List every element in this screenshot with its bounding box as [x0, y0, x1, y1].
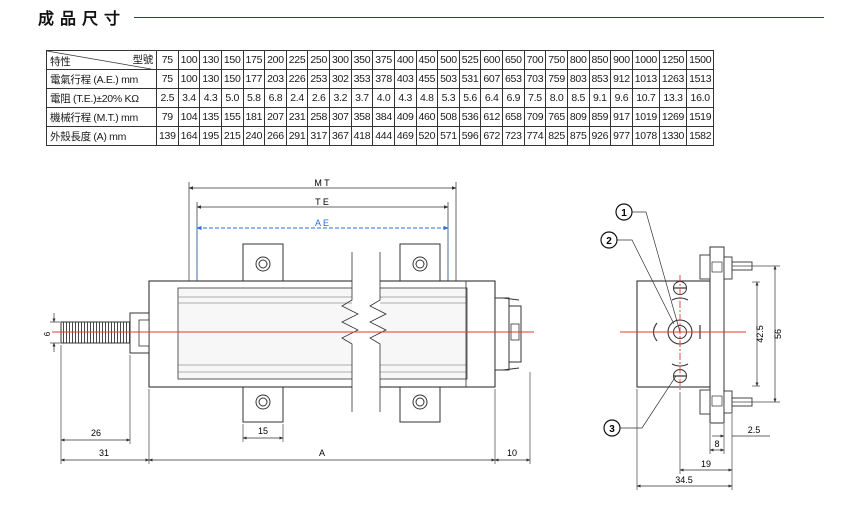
- dim-31-label: 31: [99, 448, 109, 458]
- table-cell: 1519: [686, 107, 715, 127]
- table-cell: 803: [566, 69, 590, 89]
- dim-56-label: 56: [773, 329, 783, 339]
- dim-15-label: 15: [258, 426, 268, 436]
- table-cell: 302: [329, 69, 352, 89]
- model-header-cell: 1250: [658, 50, 688, 70]
- section-title: 成品尺寸: [38, 9, 127, 28]
- mt-label: M T: [314, 178, 330, 188]
- model-header-cell: 525: [458, 50, 482, 70]
- table-cell: 759: [545, 69, 568, 89]
- table-cell: 6.4: [480, 88, 503, 108]
- table-cell: 231: [285, 107, 309, 127]
- table-cell: 912: [610, 69, 633, 89]
- corner-label-model: 型號: [132, 54, 154, 66]
- table-cell: 5.0: [220, 88, 244, 108]
- table-cell: 612: [480, 107, 503, 127]
- row-label: 電阻 (T.E.)±20% KΩ: [46, 88, 157, 108]
- table-cell: 6.9: [502, 88, 525, 108]
- dim-26-label: 26: [91, 428, 101, 438]
- dim-8-label: 8: [714, 439, 719, 449]
- table-cell: 1078: [631, 126, 660, 146]
- table-cell: 100: [177, 69, 201, 89]
- dim-42-5-label: 42.5: [755, 325, 765, 343]
- callout-1-label: 1: [621, 208, 627, 219]
- model-header-cell: 175: [242, 50, 266, 70]
- table-cell: 1263: [658, 69, 688, 89]
- table-corner-cell: 特性 型號: [46, 50, 157, 70]
- table-cell: 3.4: [177, 88, 201, 108]
- ae-label: A E: [315, 218, 329, 228]
- table-cell: 291: [285, 126, 309, 146]
- table-cell: 917: [610, 107, 633, 127]
- table-cell: 215: [220, 126, 244, 146]
- table-cell: 723: [502, 126, 525, 146]
- table-cell: 875: [566, 126, 590, 146]
- dim-2-5-label: 2.5: [748, 425, 761, 435]
- te-label: T E: [315, 197, 329, 207]
- table-cell: 1582: [686, 126, 715, 146]
- row-label: 電氣行程 (A.E.) mm: [46, 69, 157, 89]
- table-cell: 1330: [658, 126, 688, 146]
- table-cell: 709: [523, 107, 547, 127]
- table-cell: 240: [242, 126, 266, 146]
- header-rule: [134, 17, 824, 18]
- table-cell: 13.3: [658, 88, 688, 108]
- callout-2-label: 2: [606, 236, 612, 247]
- table-cell: 367: [329, 126, 352, 146]
- table-cell: 16.0: [686, 88, 715, 108]
- side-view: M T T E A E: [43, 178, 534, 464]
- dim-a-label: A: [319, 448, 325, 458]
- table-cell: 203: [264, 69, 287, 89]
- section-header: 成品尺寸: [38, 3, 828, 29]
- corner-label-property: 特性: [50, 56, 71, 68]
- model-header-cell: 1000: [631, 50, 660, 70]
- table-cell: 571: [437, 126, 460, 146]
- dim-6-label: 6: [43, 331, 52, 336]
- model-header-cell: 750: [545, 50, 568, 70]
- callout-3-label: 3: [609, 424, 615, 435]
- dim-10-label: 10: [507, 448, 517, 458]
- model-header-cell: 1500: [686, 50, 715, 70]
- table-cell: 139: [156, 126, 179, 146]
- model-header-cell: 600: [480, 50, 503, 70]
- table-cell: 926: [588, 126, 612, 146]
- dim-19-label: 19: [701, 459, 711, 469]
- table-cell: 653: [502, 69, 525, 89]
- row-label: 外殼長度 (A) mm: [46, 126, 157, 146]
- table-cell: 4.8: [415, 88, 439, 108]
- end-view-flange: [709, 246, 725, 424]
- table-cell: 1019: [631, 107, 660, 127]
- table-cell: 531: [458, 69, 482, 89]
- dim-34-5-label: 34.5: [675, 475, 693, 485]
- end-view: 1 2 3 42.5 56 2.5 8 19 34.5: [600, 203, 783, 490]
- table-cell: 977: [610, 126, 633, 146]
- corner-diagonal: [47, 51, 151, 69]
- model-header-cell: 500: [437, 50, 460, 70]
- table-cell: 4.3: [199, 88, 222, 108]
- table-cell: 266: [264, 126, 287, 146]
